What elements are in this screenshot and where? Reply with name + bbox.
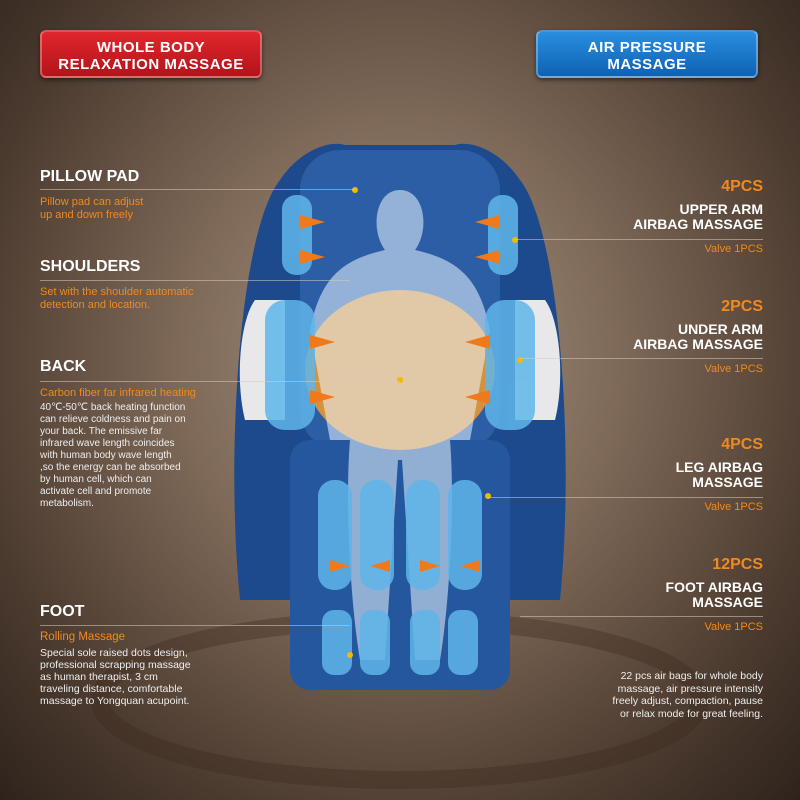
feature-title: AIRBAG MASSAGE <box>633 336 763 352</box>
summary-line: 22 pcs air bags for whole body <box>620 670 763 682</box>
pressure-arrows <box>300 215 500 572</box>
body-line: infrared wave length coincides <box>40 438 175 449</box>
airbag-count: 4PCS <box>721 178 763 195</box>
airbag-count: 4PCS <box>721 436 763 453</box>
button-line: AIR PRESSURE <box>587 39 707 56</box>
body-line: traveling distance, comfortable <box>40 683 183 695</box>
airbag-summary: 22 pcs air bags for whole body massage, … <box>612 670 763 720</box>
feature-title: UPPER ARM <box>679 201 764 217</box>
body-line: ,so the energy can be absorbed <box>40 462 181 473</box>
divider <box>40 381 400 382</box>
feature-title: LEG AIRBAG <box>675 459 763 475</box>
feature-title: UNDER ARM <box>677 321 763 337</box>
button-line: WHOLE BODY <box>96 39 206 56</box>
body-line: Special sole raised dots design, <box>40 647 188 659</box>
human-silhouette <box>310 190 490 660</box>
airbag-count: 2PCS <box>721 298 763 315</box>
hotspots <box>347 187 523 658</box>
divider <box>40 625 350 626</box>
body-line: can relieve coldness and pain on <box>40 414 186 425</box>
feature-title: MASSAGE <box>692 474 763 490</box>
body-line: massage to Yongquan acupoint. <box>40 695 190 707</box>
feature-title: SHOULDERS <box>40 258 141 275</box>
button-line: MASSAGE <box>607 56 687 73</box>
feature-subtitle: Pillow pad can adjust <box>40 196 144 208</box>
button-line: RELAXATION MASSAGE <box>58 56 244 73</box>
body-line: metabolism. <box>40 498 94 509</box>
whole-body-relaxation-button[interactable]: WHOLE BODY RELAXATION MASSAGE <box>40 30 262 78</box>
body-line: by human cell, which can <box>40 474 152 485</box>
body-line: with human body wave length <box>40 450 172 461</box>
valve-count: Valve 1PCS <box>704 243 764 255</box>
feature-pillow-pad: PILLOW PAD Pillow pad can adjust up and … <box>40 168 143 222</box>
feature-title: AIRBAG MASSAGE <box>633 216 763 232</box>
valve-count: Valve 1PCS <box>704 621 764 633</box>
feature-subtitle: up and down freely <box>40 209 133 221</box>
valve-count: Valve 1PCS <box>704 363 764 375</box>
body-line: as human therapist, 3 cm <box>40 671 158 683</box>
divider <box>40 189 355 190</box>
feature-title: MASSAGE <box>692 594 763 610</box>
feature-subtitle: Carbon fiber far infrared heating <box>40 387 196 399</box>
valve-count: Valve 1PCS <box>704 501 764 513</box>
airbag-count: 12PCS <box>712 556 763 573</box>
feature-subtitle: detection and location. <box>40 299 151 311</box>
body-line: 40℃-50℃ back heating function <box>40 402 186 413</box>
feature-subtitle: Set with the shoulder automatic <box>40 286 194 298</box>
divider <box>40 280 350 281</box>
divider <box>520 616 763 617</box>
divider <box>520 358 763 359</box>
body-line: activate cell and promote <box>40 486 152 497</box>
air-pressure-massage-button[interactable]: AIR PRESSURE MASSAGE <box>536 30 758 78</box>
feature-foot-airbag: 12PCS FOOT AIRBAG MASSAGE Valve 1PCS <box>666 556 763 634</box>
body-line: professional scrapping massage <box>40 659 191 671</box>
feature-shoulders: SHOULDERS Set with the shoulder automati… <box>40 258 193 312</box>
feature-under-arm: 2PCS UNDER ARM AIRBAG MASSAGE Valve 1PCS <box>633 298 763 376</box>
feature-title: BACK <box>40 358 87 375</box>
feature-back: BACK Carbon fiber far infrared heating 4… <box>40 358 220 510</box>
divider <box>515 239 763 240</box>
feature-upper-arm: 4PCS UPPER ARM AIRBAG MASSAGE Valve 1PCS <box>633 178 763 256</box>
feature-title: FOOT AIRBAG <box>665 579 763 595</box>
feature-foot: FOOT Rolling Massage Special sole raised… <box>40 603 240 707</box>
feature-leg: 4PCS LEG AIRBAG MASSAGE Valve 1PCS <box>676 436 763 514</box>
summary-line: massage, air pressure intensity <box>617 682 763 695</box>
feature-subtitle: Rolling Massage <box>40 631 126 643</box>
feature-title: FOOT <box>40 603 85 620</box>
summary-line: freely adjust, compaction, pause <box>612 695 763 707</box>
feature-title: PILLOW PAD <box>40 168 140 185</box>
divider <box>488 497 763 498</box>
body-line: your back. The emissive far <box>40 426 163 437</box>
summary-line: or relax mode for great feeling. <box>620 707 763 720</box>
